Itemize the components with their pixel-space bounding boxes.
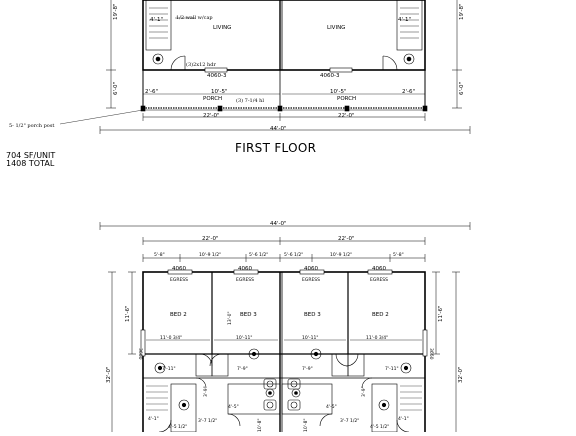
room-label-porch-right: PORCH (337, 96, 356, 102)
dim-bed-width: 11'-0 3/4" (366, 335, 388, 341)
dim-left-vert: 11'-6" (125, 305, 131, 322)
dim-porch-right: 10'-5" (330, 89, 347, 95)
dim-lower: 4'-1" (398, 416, 409, 422)
closet-left (195, 353, 213, 377)
second-floor-plan (99, 222, 471, 436)
note-header: (3) 7-1/4 hl (236, 97, 264, 104)
egress-label: EGRESS (370, 277, 388, 283)
dim-lower: 4'-5 1/2" (168, 424, 187, 430)
first-floor-plan (59, 0, 471, 134)
window-front-left (204, 67, 228, 73)
second-floor-labels: 44'-0" 22'-0" 22'-0" 5'-8" 10'-9 1/2" 5'… (106, 221, 464, 432)
room-label-living-right: LIVING (327, 25, 345, 31)
dim-vert-porch: 6'-0" (113, 82, 119, 95)
dim-hall: 7'-11" (162, 366, 176, 372)
dim-small: 10'-8" (257, 418, 263, 432)
dim-hall: 7'-9" (237, 366, 248, 372)
room-label-bed2-right: BED 2 (372, 312, 389, 318)
window-tag: 4060 (172, 266, 186, 272)
dim-overall-depth-right: 32'-0" (458, 366, 464, 383)
fixture-left (152, 53, 164, 65)
dim-lower: 3'-7 1/2" (340, 418, 359, 424)
window-front-right (329, 67, 353, 73)
porch-post-leader (59, 109, 144, 125)
room-label-bed3-right: BED 3 (304, 312, 321, 318)
dim-small: 3'-9" (203, 386, 209, 397)
dim-overall: 44'-0" (270, 126, 287, 132)
dim-small: 4'-5" (228, 404, 239, 410)
dim-top-segment: 5'-6 1/2" (249, 252, 268, 258)
dim-lower: 4'-5 1/2" (370, 424, 389, 430)
side-window-tag: 3660 (137, 348, 143, 360)
dim-vert-upper: 19'-8" (113, 3, 119, 20)
note-porch-post: 5- 1/2" porch post (9, 123, 54, 129)
room-label-bed2-left: BED 2 (170, 312, 187, 318)
stair-right (396, 0, 423, 51)
dim-overall-2: 44'-0" (270, 221, 287, 227)
note-beam: (3)2x12 hdr (186, 61, 216, 68)
dim-vert-upper-right: 19'-8" (459, 3, 465, 20)
room-label-bed3-left: BED 3 (240, 312, 257, 318)
dim-stair-left: 4'-1" (150, 17, 163, 23)
dim-small: 3'-9" (361, 386, 367, 397)
laundry-left (227, 383, 281, 415)
area-per-unit: 704 SF/UNIT (6, 151, 56, 160)
dim-half-left-2: 22'-0" (202, 236, 219, 242)
first-floor-exterior-wall (142, 0, 426, 71)
dim-side-right: 2'-6" (402, 89, 415, 95)
dim-window-right: 4060-3 (320, 73, 340, 79)
dim-window-left: 4060-3 (207, 73, 227, 79)
room-label-living-left: LIVING (213, 25, 231, 31)
window-tag: 4060 (372, 266, 386, 272)
dim-bed-width: 10'-11" (302, 335, 318, 341)
dim-top-segment: 10'-9 1/2" (330, 252, 352, 258)
dim-hall: 7'-11" (385, 366, 399, 372)
dim-side-left: 2'-6" (145, 89, 158, 95)
dim-top-segment: 5'-8" (393, 252, 404, 258)
dim-stair-right: 4'-1" (398, 17, 411, 23)
second-floor-exterior-wall (142, 271, 426, 436)
note-wall-cap: 1/2 wall w/cap (176, 15, 213, 21)
dim-lower: 3'-7 1/2" (198, 418, 217, 424)
dim-lower: 4'-1" (148, 416, 159, 422)
fixture-right (403, 53, 415, 65)
dim-top-segment: 5'-8" (154, 252, 165, 258)
egress-label: EGRESS (302, 277, 320, 283)
door-swing-left (170, 55, 186, 71)
window-tag: 4060 (304, 266, 318, 272)
dim-top-segment: 5'-6 1/2" (284, 252, 303, 258)
dim-small: 4'-5" (326, 404, 337, 410)
first-floor-labels: LIVING LIVING PORCH PORCH 1/2 wall w/cap… (9, 3, 465, 132)
dim-bed-depth: 13'-0" (227, 311, 233, 325)
dim-bed-width: 11'-0 3/4" (160, 335, 182, 341)
door-swing-right (382, 55, 398, 71)
dim-bed-width: 10'-11" (236, 335, 252, 341)
area-summary: 704 SF/UNIT 1408 TOTAL (6, 152, 55, 168)
dim-right-vert: 11'-6" (438, 305, 444, 322)
window-tag: 4060 (238, 266, 252, 272)
dim-top-segment: 10'-9 1/2" (199, 252, 221, 258)
dim-small: 10'-8" (303, 418, 309, 432)
laundry-right (281, 383, 333, 415)
porch-post (140, 105, 146, 112)
egress-label: EGRESS (170, 277, 188, 283)
dim-overall-depth-left: 32'-0" (106, 366, 112, 383)
stair-left (145, 0, 172, 51)
dim-half-right-2: 22'-0" (338, 236, 355, 242)
area-total: 1408 TOTAL (6, 159, 55, 168)
room-label-porch-left: PORCH (203, 96, 222, 102)
egress-label: EGRESS (236, 277, 254, 283)
dim-porch-left: 10'-5" (211, 89, 228, 95)
sheet-title: FIRST FLOOR (235, 141, 317, 155)
dim-half-right: 22'-0" (338, 113, 355, 119)
dim-half-left: 22'-0" (203, 113, 220, 119)
side-window-tag: 3660 (428, 348, 434, 360)
dim-vert-porch-right: 6'-0" (459, 82, 465, 95)
dim-hall: 7'-9" (302, 366, 313, 372)
